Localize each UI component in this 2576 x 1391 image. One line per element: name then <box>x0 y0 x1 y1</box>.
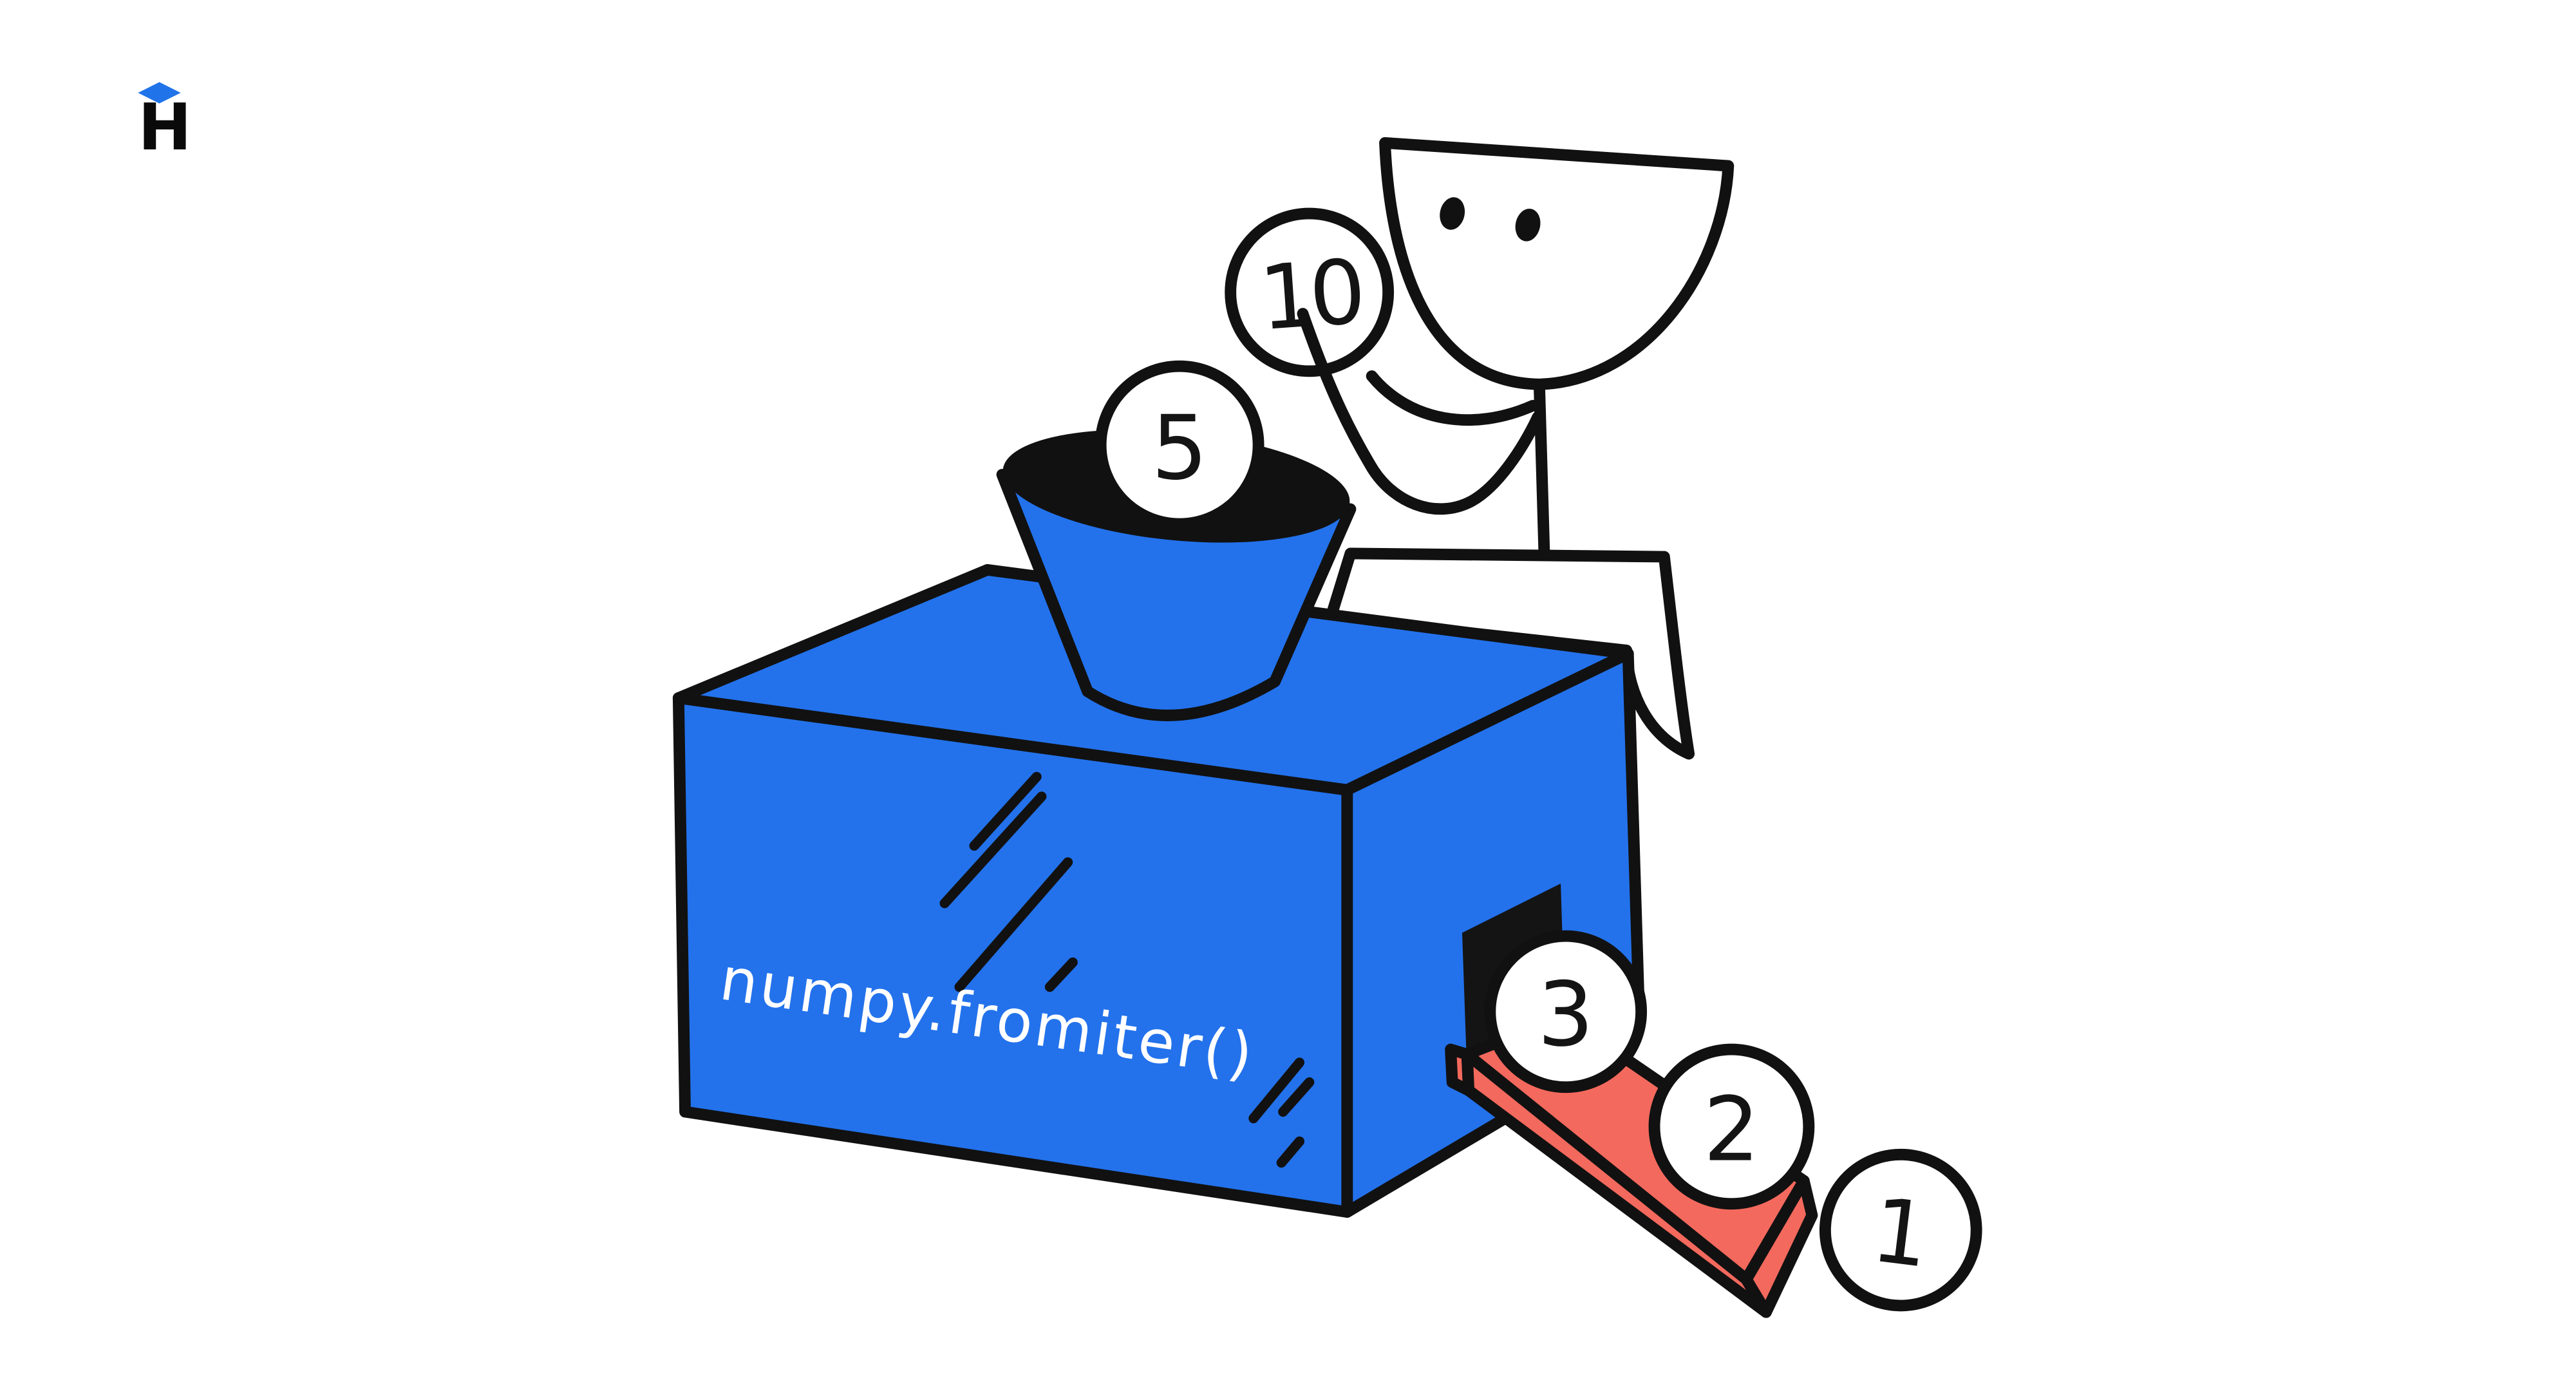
figure-neck <box>1533 380 1550 561</box>
ball-1: 1 <box>1819 1148 1982 1312</box>
figure-eye-left <box>1440 197 1465 230</box>
ball-3: 3 <box>1484 930 1648 1093</box>
svg-text:1: 1 <box>1866 1178 1935 1287</box>
svg-text:5: 5 <box>1151 397 1208 500</box>
figure-arm-lower <box>1297 308 1544 515</box>
ramp-end-face <box>1740 1175 1818 1318</box>
figure-eye-right <box>1515 209 1541 241</box>
svg-text:2: 2 <box>1704 1079 1760 1182</box>
logo-diamond-icon <box>138 82 181 104</box>
ball-10: 10 <box>1225 207 1395 377</box>
figure-head <box>1379 137 1735 390</box>
figure-arm-upper <box>1366 370 1539 426</box>
brand-logo: H <box>138 82 192 165</box>
svg-text:3: 3 <box>1537 963 1594 1066</box>
ball-2: 2 <box>1648 1043 1815 1210</box>
figure-arms <box>1297 308 1544 515</box>
stick-figure <box>1324 137 1735 760</box>
shine-marks-upper <box>939 771 1078 992</box>
ball-5: 5 <box>1095 360 1264 530</box>
shine-marks-lower <box>1248 1057 1315 1168</box>
logo-letter: H <box>138 91 191 165</box>
